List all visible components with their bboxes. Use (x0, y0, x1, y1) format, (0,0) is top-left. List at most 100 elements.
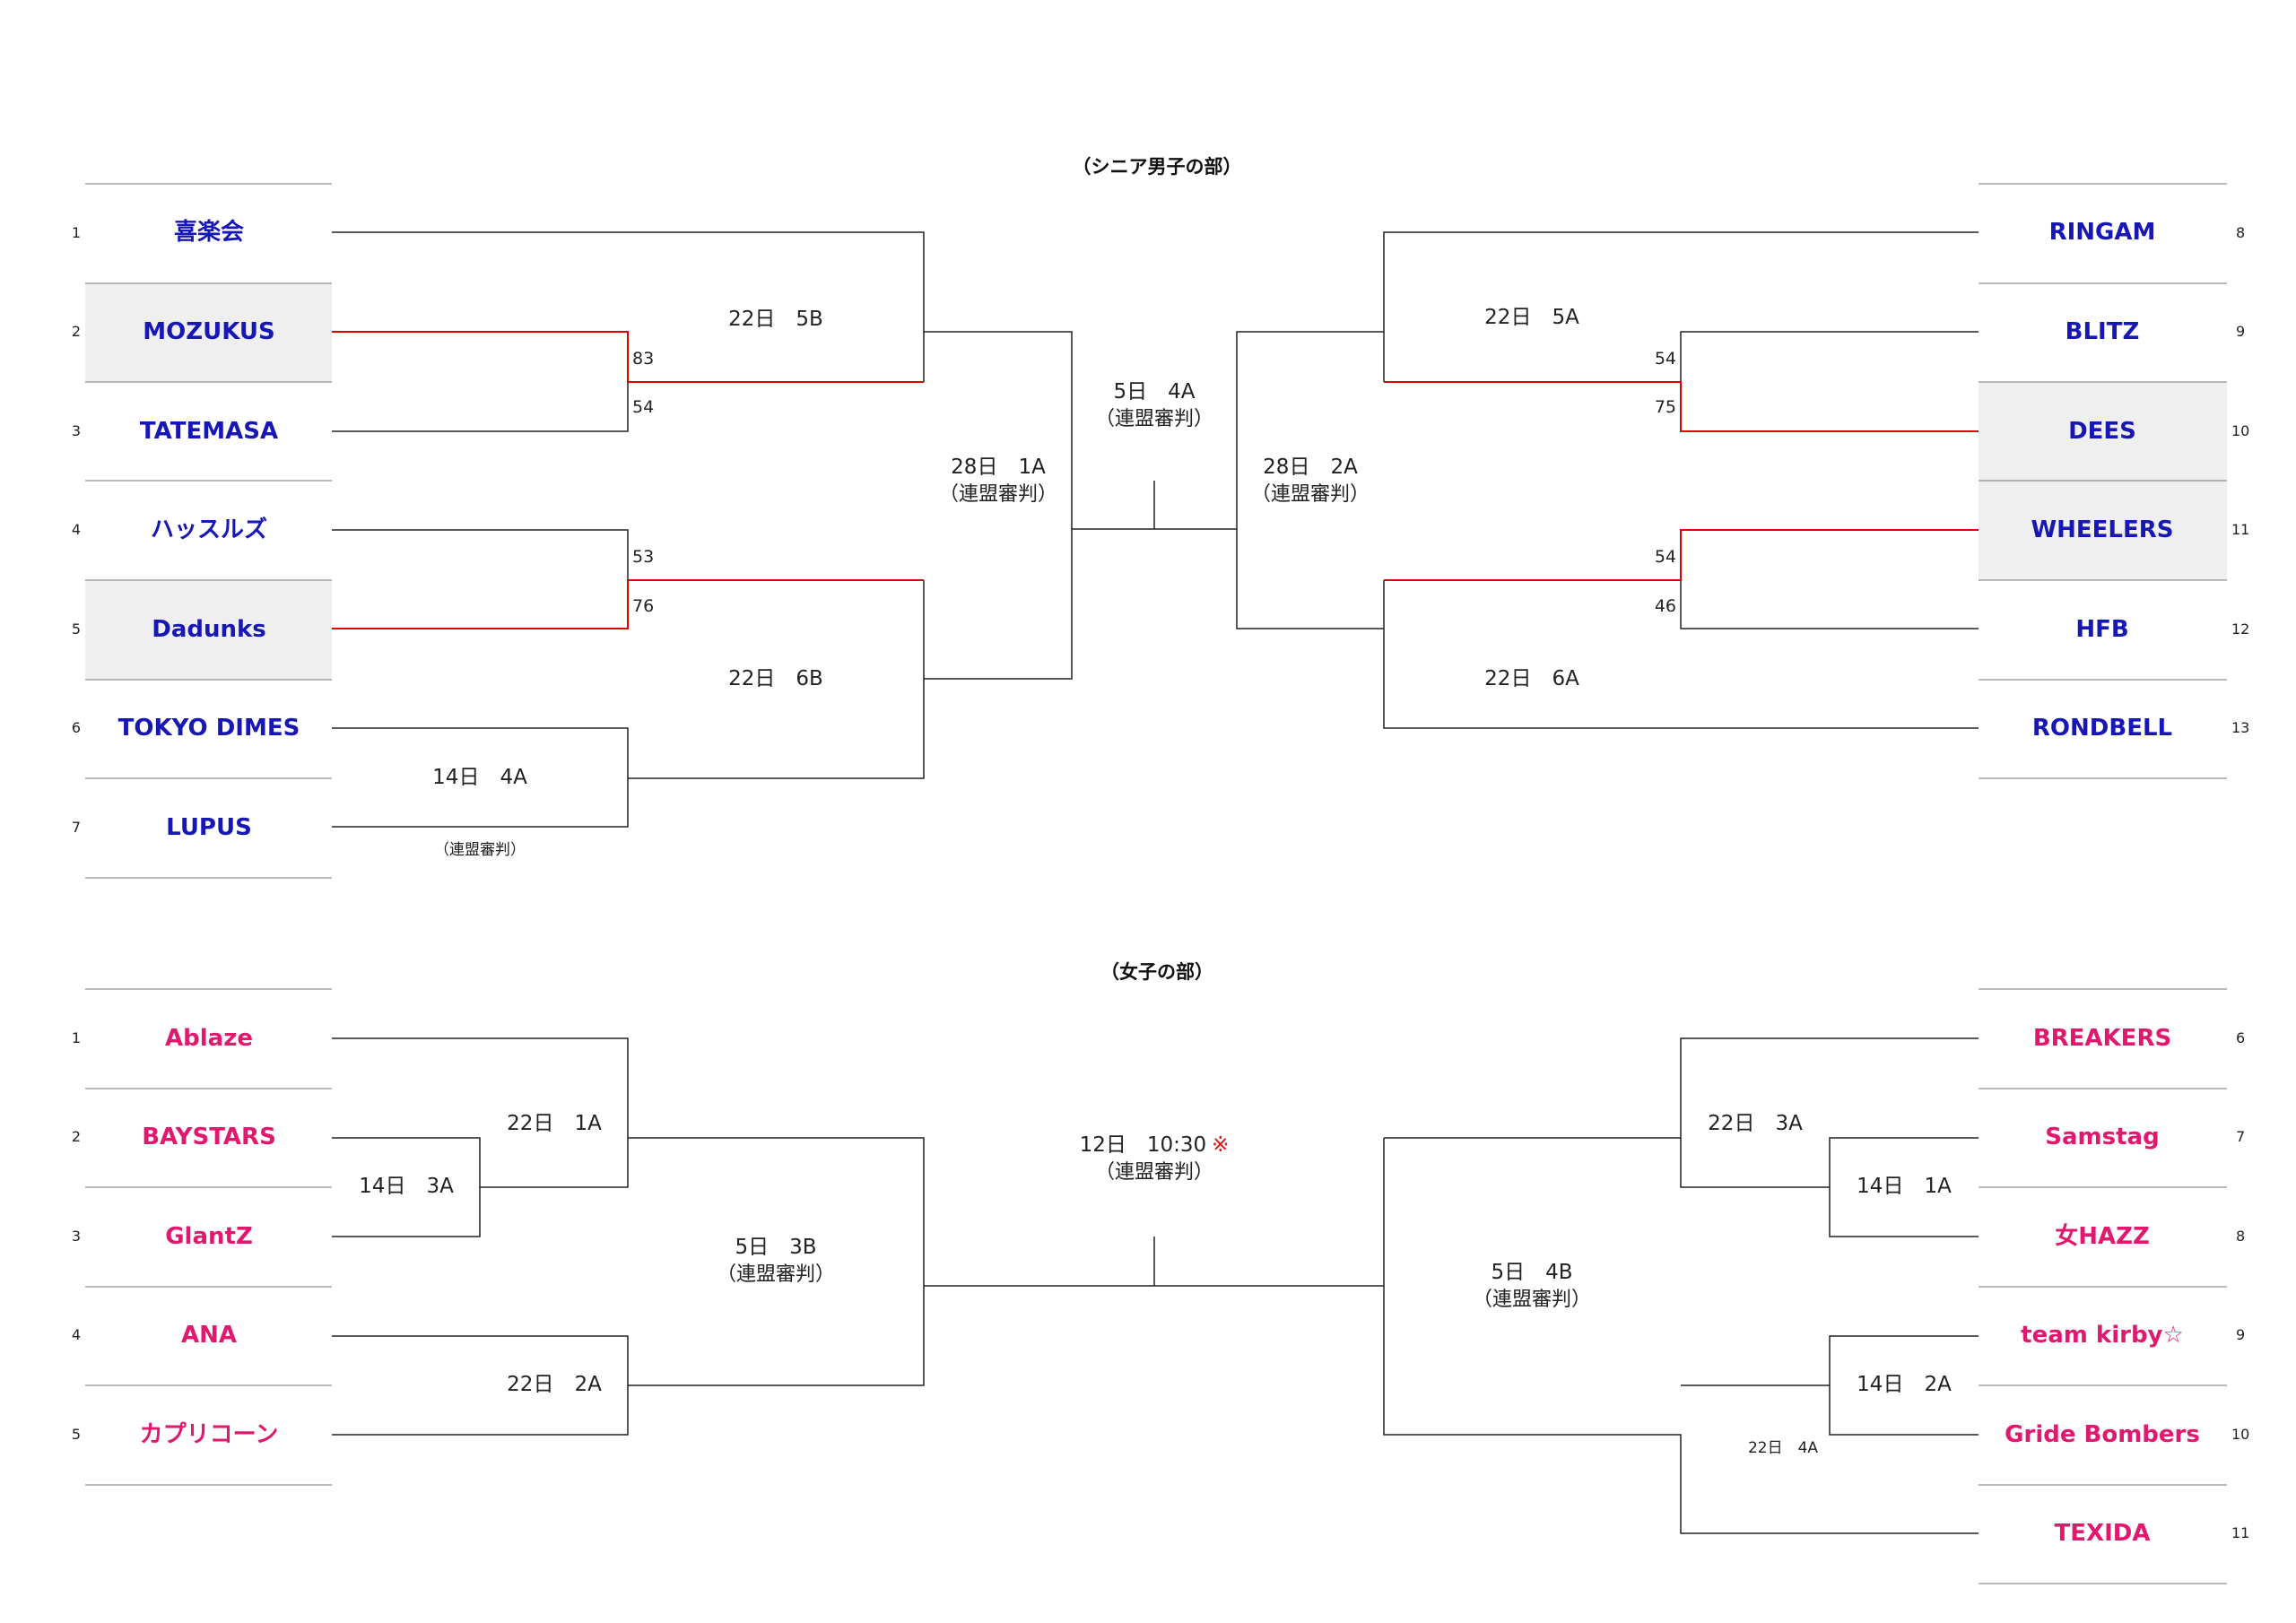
score-tatemasa: 54 (632, 397, 654, 417)
team-name: team kirby☆ (2021, 1322, 2184, 1349)
score-dadunks: 76 (632, 596, 654, 616)
team-name: LUPUS (166, 814, 252, 841)
team-number: 8 (2236, 224, 2245, 241)
score-wheelers: 54 (1655, 547, 1676, 567)
match-label: 22日 6B (728, 667, 823, 690)
women-right-separators (1979, 988, 2227, 1584)
team-name: DEES (2068, 418, 2136, 445)
match-label: 14日 2A (1857, 1373, 1952, 1396)
team-number: 13 (2231, 719, 2249, 736)
team-number: 2 (72, 1128, 81, 1145)
team-name: 喜楽会 (174, 219, 244, 246)
team-number: 2 (72, 323, 81, 340)
men-right-winner-lines (1384, 381, 1979, 581)
match-note: （連盟審判） (939, 483, 1057, 506)
team-number: 7 (72, 819, 81, 836)
team-name: RINGAM (2049, 219, 2156, 246)
men-bracket: （シニア男子の部） 1 喜楽会 2 (72, 156, 2249, 879)
team-name: BAYSTARS (142, 1124, 276, 1150)
team-number: 3 (72, 1228, 81, 1245)
team-name: Samstag (2045, 1124, 2159, 1150)
team-number: 7 (2236, 1128, 2245, 1145)
women-left-bracket-lines (332, 1037, 1384, 1436)
men-left-bracket-lines (332, 231, 1237, 828)
highlight-dadunks (85, 580, 332, 680)
match-note: （連盟審判） (1251, 483, 1370, 506)
match-label: 14日 3A (359, 1175, 454, 1198)
match-note: （連盟審判） (717, 1263, 835, 1286)
final-label: 12日 10:30※ (1080, 1133, 1230, 1157)
team-name: TOKYO DIMES (118, 715, 300, 742)
final-note: （連盟審判） (1095, 1161, 1213, 1184)
team-number: 8 (2236, 1228, 2245, 1245)
match-label: 28日 2A (1263, 456, 1358, 479)
team-number: 1 (72, 1029, 81, 1046)
score-dees: 75 (1655, 397, 1676, 417)
team-number: 10 (2231, 1426, 2249, 1443)
score-blitz: 54 (1655, 349, 1676, 369)
final-note: （連盟審判） (1095, 408, 1213, 430)
women-bracket: （女子の部） 1 Ablaze 2 BAYSTARS 3 GlantZ 4 AN (72, 961, 2249, 1584)
women-right-bracket-lines (1383, 1037, 1979, 1534)
team-number: 10 (2231, 422, 2249, 439)
team-number: 11 (2231, 1524, 2249, 1541)
team-name: GlantZ (165, 1223, 253, 1250)
team-number: 12 (2231, 621, 2249, 638)
team-number: 1 (72, 224, 81, 241)
team-number: 4 (72, 521, 81, 538)
women-section-title: （女子の部） (1100, 961, 1213, 983)
match-note: （連盟審判） (1473, 1289, 1591, 1311)
match-label: 22日 2A (507, 1373, 602, 1396)
women-left-separators (85, 988, 332, 1486)
match-label: 14日 1A (1857, 1175, 1952, 1198)
team-name: TEXIDA (2055, 1520, 2151, 1547)
team-name: カプリコーン (140, 1421, 279, 1448)
team-name: Dadunks (152, 616, 266, 643)
match-label: 28日 1A (951, 456, 1046, 479)
match-label: 22日 4A (1748, 1439, 1818, 1457)
team-number: 5 (72, 621, 81, 638)
match-label: 22日 5A (1484, 306, 1579, 329)
team-number: 3 (72, 422, 81, 439)
score-hustles: 53 (632, 547, 654, 567)
men-left-winner-lines (332, 331, 924, 629)
highlight-wheelers (1979, 481, 2227, 580)
match-label: 14日 4A (432, 766, 527, 789)
highlight-dees (1979, 382, 2227, 481)
match-label: 22日 1A (507, 1112, 602, 1135)
final-label: 5日 4A (1113, 380, 1195, 404)
team-number: 11 (2231, 521, 2249, 538)
team-name: ハッスルズ (151, 516, 267, 543)
highlight-mozukus (85, 283, 332, 382)
team-number: 9 (2236, 323, 2245, 340)
team-name: TATEMASA (140, 418, 278, 445)
final-mark: ※ (1212, 1133, 1229, 1157)
team-name: Ablaze (165, 1025, 253, 1052)
team-name: HFB (2075, 616, 2128, 643)
team-number: 6 (72, 719, 81, 736)
team-name: 女HAZZ (2055, 1222, 2150, 1250)
match-label: 5日 4B (1491, 1261, 1572, 1284)
team-number: 6 (2236, 1029, 2245, 1046)
team-name: RONDBELL (2032, 715, 2172, 742)
match-label: 22日 6A (1484, 667, 1579, 690)
match-label: 5日 3B (735, 1236, 816, 1259)
men-section-title: （シニア男子の部） (1073, 156, 1242, 178)
match-note: （連盟審判） (434, 841, 526, 859)
men-right-separators (1979, 183, 2227, 779)
team-number: 5 (72, 1426, 81, 1443)
final-date: 12日 10:30 (1080, 1133, 1207, 1157)
men-right-bracket-lines (1236, 231, 1979, 729)
match-label: 22日 5B (728, 308, 823, 331)
team-name: WHEELERS (2031, 516, 2173, 543)
team-name: BLITZ (2066, 318, 2140, 345)
men-left-separators (85, 183, 332, 879)
team-name: Gride Bombers (2005, 1421, 2200, 1448)
team-number: 9 (2236, 1326, 2245, 1343)
score-hfb: 46 (1655, 596, 1676, 616)
match-label: 22日 3A (1708, 1112, 1803, 1135)
score-mozukus: 83 (632, 349, 654, 369)
team-name: MOZUKUS (143, 318, 274, 345)
team-number: 4 (72, 1326, 81, 1343)
